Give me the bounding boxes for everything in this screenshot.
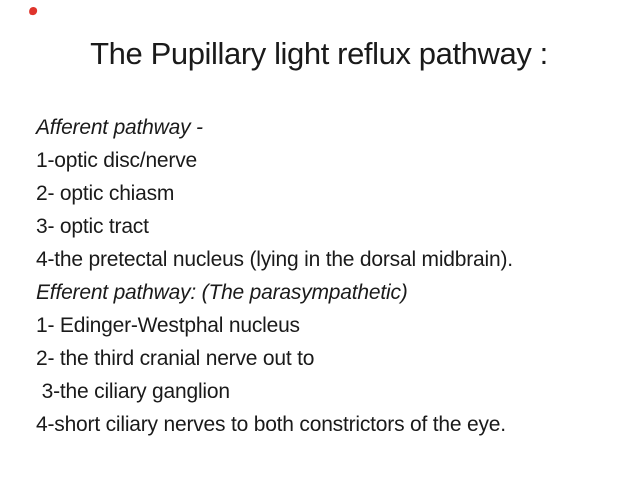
slide-title: The Pupillary light reflux pathway :	[90, 36, 548, 71]
body-line-4: 3- optic tract	[36, 215, 149, 238]
body-line-5: 4-the pretectal nucleus (lying in the do…	[36, 248, 513, 271]
body-line-1: Afferent pathway -	[36, 116, 203, 139]
body-line-2: 1-optic disc/nerve	[36, 149, 197, 172]
slide-body: Afferent pathway - 1-optic disc/nerve 2- o…	[0, 111, 638, 441]
body-line-8: 2- the third cranial nerve out to	[36, 347, 315, 370]
body-line-6: Efferent pathway: (The parasympathetic)	[36, 281, 408, 304]
body-line-3: 2- optic chiasm	[36, 182, 175, 205]
body-line-7: 1- Edinger-Westphal nucleus	[36, 314, 300, 337]
body-line-9: 3-the ciliary ganglion	[36, 380, 230, 403]
red-dot-icon	[29, 6, 38, 16]
body-line-10: 4-short ciliary nerves to both constrict…	[36, 413, 506, 436]
